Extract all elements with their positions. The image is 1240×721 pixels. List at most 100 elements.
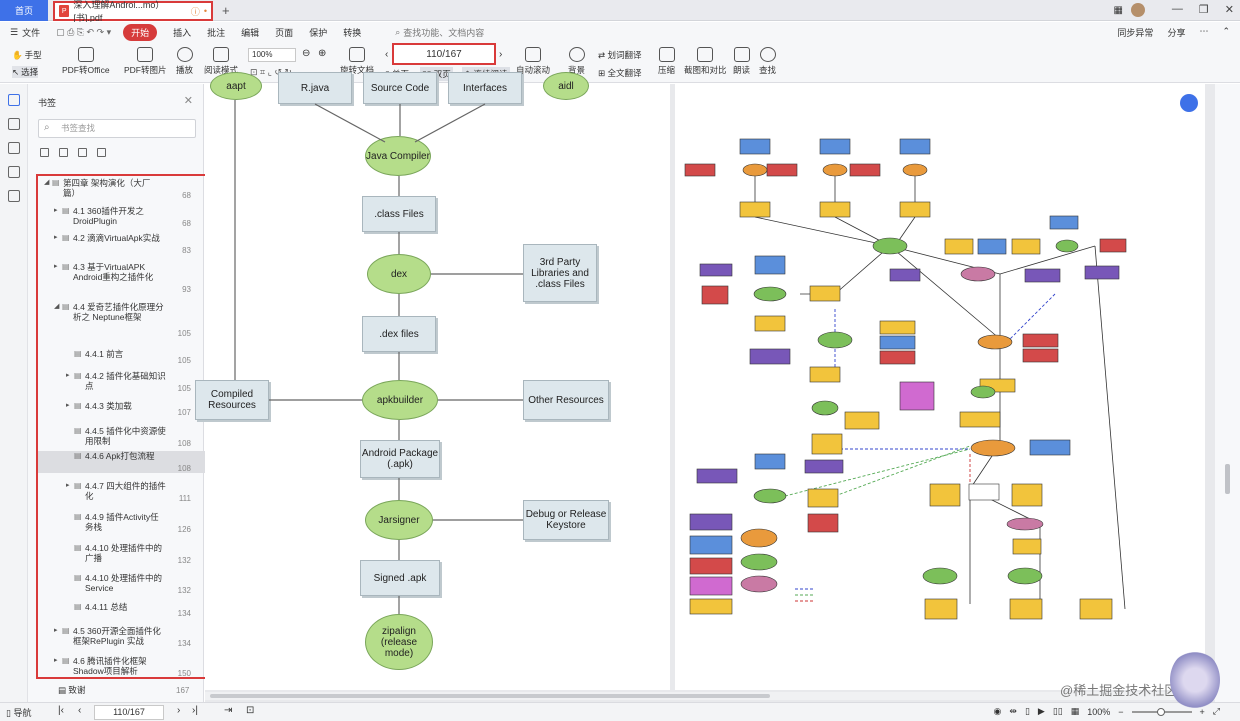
single-view-icon[interactable]: ▯ (1024, 706, 1030, 716)
zoom-slider[interactable] (1131, 707, 1192, 716)
exit-icon[interactable]: ⇥ (224, 705, 233, 716)
tab-document[interactable]: P 深入理解Androi...mo）[书].pdf ⓘ • (53, 0, 213, 23)
background-button[interactable]: 背景 (568, 47, 585, 76)
delete-bookmark-icon[interactable] (78, 148, 87, 157)
new-tab-icon[interactable]: + (222, 3, 230, 18)
select-tool[interactable]: ↖选择 (12, 66, 39, 78)
share-button[interactable]: 分享 (1167, 28, 1186, 38)
zoom-value[interactable]: 100% (1087, 706, 1111, 717)
read-mode-icon[interactable]: ▶ (1037, 706, 1045, 716)
find-button[interactable]: 查找 (759, 47, 776, 76)
last-page-icon[interactable]: ›| (192, 705, 198, 716)
expand-arrow-icon[interactable]: ▸ (66, 402, 70, 409)
zoom-out-icon[interactable]: ⊖ (302, 48, 311, 59)
hamburger-icon[interactable]: ☰ (10, 27, 19, 37)
expand-arrow-icon[interactable]: ▸ (54, 657, 58, 664)
thumbnail-icon[interactable] (7, 118, 20, 130)
hand-tool[interactable]: ✋手型 (12, 49, 42, 61)
restore-icon[interactable]: ❐ (1198, 4, 1209, 16)
add-bookmark-icon[interactable] (40, 148, 49, 157)
zoom-select[interactable]: 100% (248, 48, 296, 62)
expand-arrow-icon[interactable]: ▸ (54, 263, 58, 270)
double-view-icon[interactable]: ▯▯ (1052, 706, 1063, 716)
expand-arrow-icon[interactable]: ▸ (54, 207, 58, 214)
command-search[interactable]: ⌕ 查找功能、文档内容 (395, 26, 484, 39)
fit-page-icon[interactable]: ⤢ (1212, 706, 1220, 716)
zoom-in-icon[interactable]: + (1199, 706, 1205, 717)
attachment-icon[interactable] (7, 166, 20, 178)
minimize-icon[interactable]: — (1171, 3, 1183, 15)
play-button[interactable]: 播放 (176, 47, 193, 76)
menu-protect[interactable]: 保护 (309, 28, 328, 38)
compress-button[interactable]: 压缩 (658, 47, 675, 76)
sync-status[interactable]: 同步异常 (1117, 28, 1154, 38)
status-page-input[interactable]: 110/167 (94, 705, 164, 720)
tab-home[interactable]: 首页 (0, 0, 48, 21)
read-mode-button[interactable]: 阅读模式 (204, 47, 238, 76)
auto-scroll-button[interactable]: 自动滚动 (516, 47, 550, 76)
prev-page-icon[interactable]: ‹ (385, 49, 389, 60)
bookmark-search-input[interactable]: 书签查找 (38, 119, 196, 138)
expand-arrow-icon[interactable]: ▸ (54, 627, 58, 634)
close-icon[interactable]: ✕ (183, 95, 193, 107)
next-page-icon[interactable]: › (177, 705, 181, 716)
nav-toggle[interactable]: ▯ 导航 (6, 708, 32, 718)
pdf-to-image-button[interactable]: PDF转图片 (124, 47, 167, 76)
menu-insert[interactable]: 插入 (173, 28, 192, 38)
layout-icon[interactable]: ▦ (1113, 4, 1123, 16)
expand-arrow-icon[interactable]: ▸ (66, 482, 70, 489)
menu-file[interactable]: 文件 (22, 28, 41, 38)
multi-view-icon[interactable]: ▦ (1070, 706, 1080, 716)
comment-icon[interactable] (7, 142, 20, 154)
quick-tools-icon[interactable]: ▢ ⎙ ⎘ ↶ ↷ ▾ (56, 27, 112, 37)
rotate-document-button[interactable]: 旋转文档 (340, 47, 374, 76)
expand-arrow-icon[interactable]: ◢ (44, 179, 50, 186)
scroll-thumb[interactable] (1225, 464, 1230, 494)
collapse-icon[interactable]: ⌃ (1222, 26, 1230, 36)
signature-icon[interactable] (7, 190, 20, 202)
translate-all-button[interactable]: ⊞ 全文翻译 (598, 68, 642, 78)
read-aloud-button[interactable]: 朗读 (733, 47, 750, 76)
menu-page[interactable]: 页面 (275, 28, 294, 38)
close-icon[interactable]: ✕ (1224, 4, 1234, 16)
bookmark-icon[interactable] (7, 94, 20, 106)
prev-page-icon[interactable]: ‹ (78, 705, 82, 716)
scroll-thumb[interactable] (210, 694, 770, 698)
toc-item-thanks[interactable]: ▤ 致谢 (58, 685, 86, 695)
screenshot-compare-button[interactable]: 截图和对比 (684, 47, 727, 76)
fit-width-icon[interactable]: ⇹ (1009, 706, 1017, 716)
eye-icon[interactable]: ◉ (993, 706, 1002, 716)
toc-item[interactable]: ◢▤第四章 架构演化（大厂篇）68 (38, 178, 205, 200)
floating-tool-icon[interactable] (1180, 94, 1198, 112)
expand-arrow-icon[interactable]: ▸ (66, 372, 70, 379)
menu-annotate[interactable]: 批注 (207, 28, 226, 38)
document-vertical-scrollbar[interactable] (1215, 84, 1240, 704)
menu-convert[interactable]: 转换 (343, 28, 362, 38)
fullscreen-icon[interactable]: ⊡ (246, 705, 255, 716)
first-page-icon[interactable]: |‹ (58, 705, 64, 716)
fit-icons[interactable]: ⊡ ⌗ ⌞ ↺ ↻ (250, 67, 292, 77)
page-indicator-input[interactable]: 110/167 (392, 43, 496, 65)
menu-start[interactable]: 开始 (123, 24, 158, 41)
zoom-in-icon[interactable]: ⊕ (318, 48, 327, 59)
expand-arrow-icon[interactable]: ◢ (54, 303, 60, 310)
translate-word-button[interactable]: ⇄ 划词翻译 (598, 50, 642, 60)
zoom-out-icon[interactable]: − (1118, 706, 1124, 717)
avatar[interactable] (1131, 3, 1145, 17)
menu-edit[interactable]: 编辑 (241, 28, 260, 38)
bookmark-settings-icon[interactable] (97, 148, 106, 157)
